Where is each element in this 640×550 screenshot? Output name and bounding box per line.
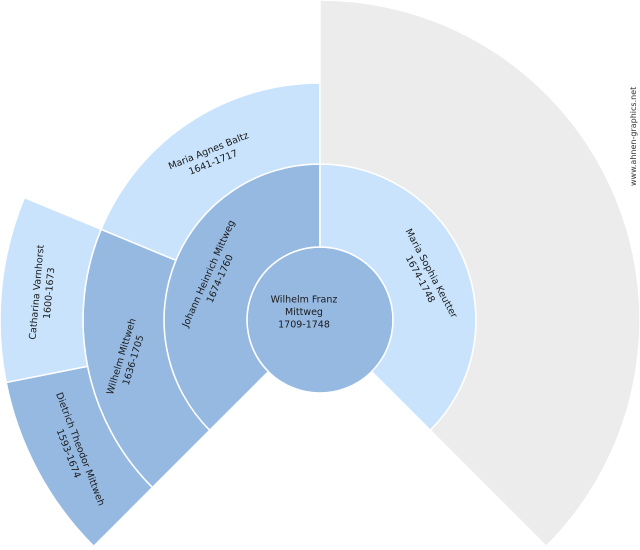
watermark-text: www.ahnen-graphics.net [629, 86, 638, 186]
person-label-line: 1709-1748 [278, 320, 330, 331]
watermark: www.ahnen-graphics.net [629, 87, 640, 186]
person-label-line: Mittweg [285, 307, 323, 318]
person-segment-ggm-1[interactable] [0, 196, 103, 384]
person-segment-maternal-grandparents[interactable] [319, 0, 640, 548]
person-label-line: 1600-1673 [42, 267, 57, 320]
person-label-line: Wilhelm Franz [271, 295, 338, 306]
